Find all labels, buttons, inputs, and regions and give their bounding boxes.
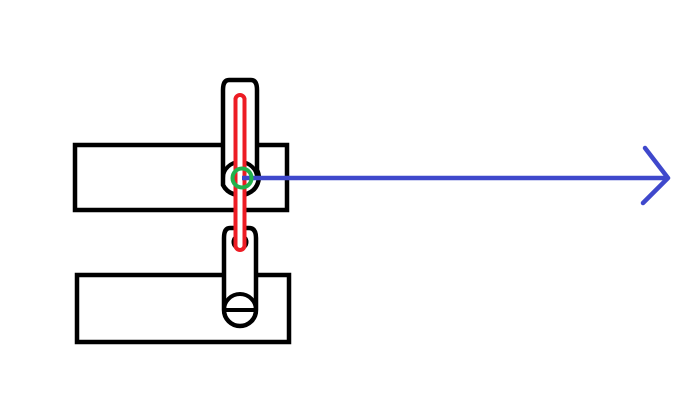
- lower-slot-pin: [222, 292, 258, 312]
- lower-slot: [221, 225, 259, 329]
- direction-arrow-head: [640, 145, 671, 206]
- lower-block: [74, 272, 292, 345]
- pivot-joint: [230, 166, 254, 190]
